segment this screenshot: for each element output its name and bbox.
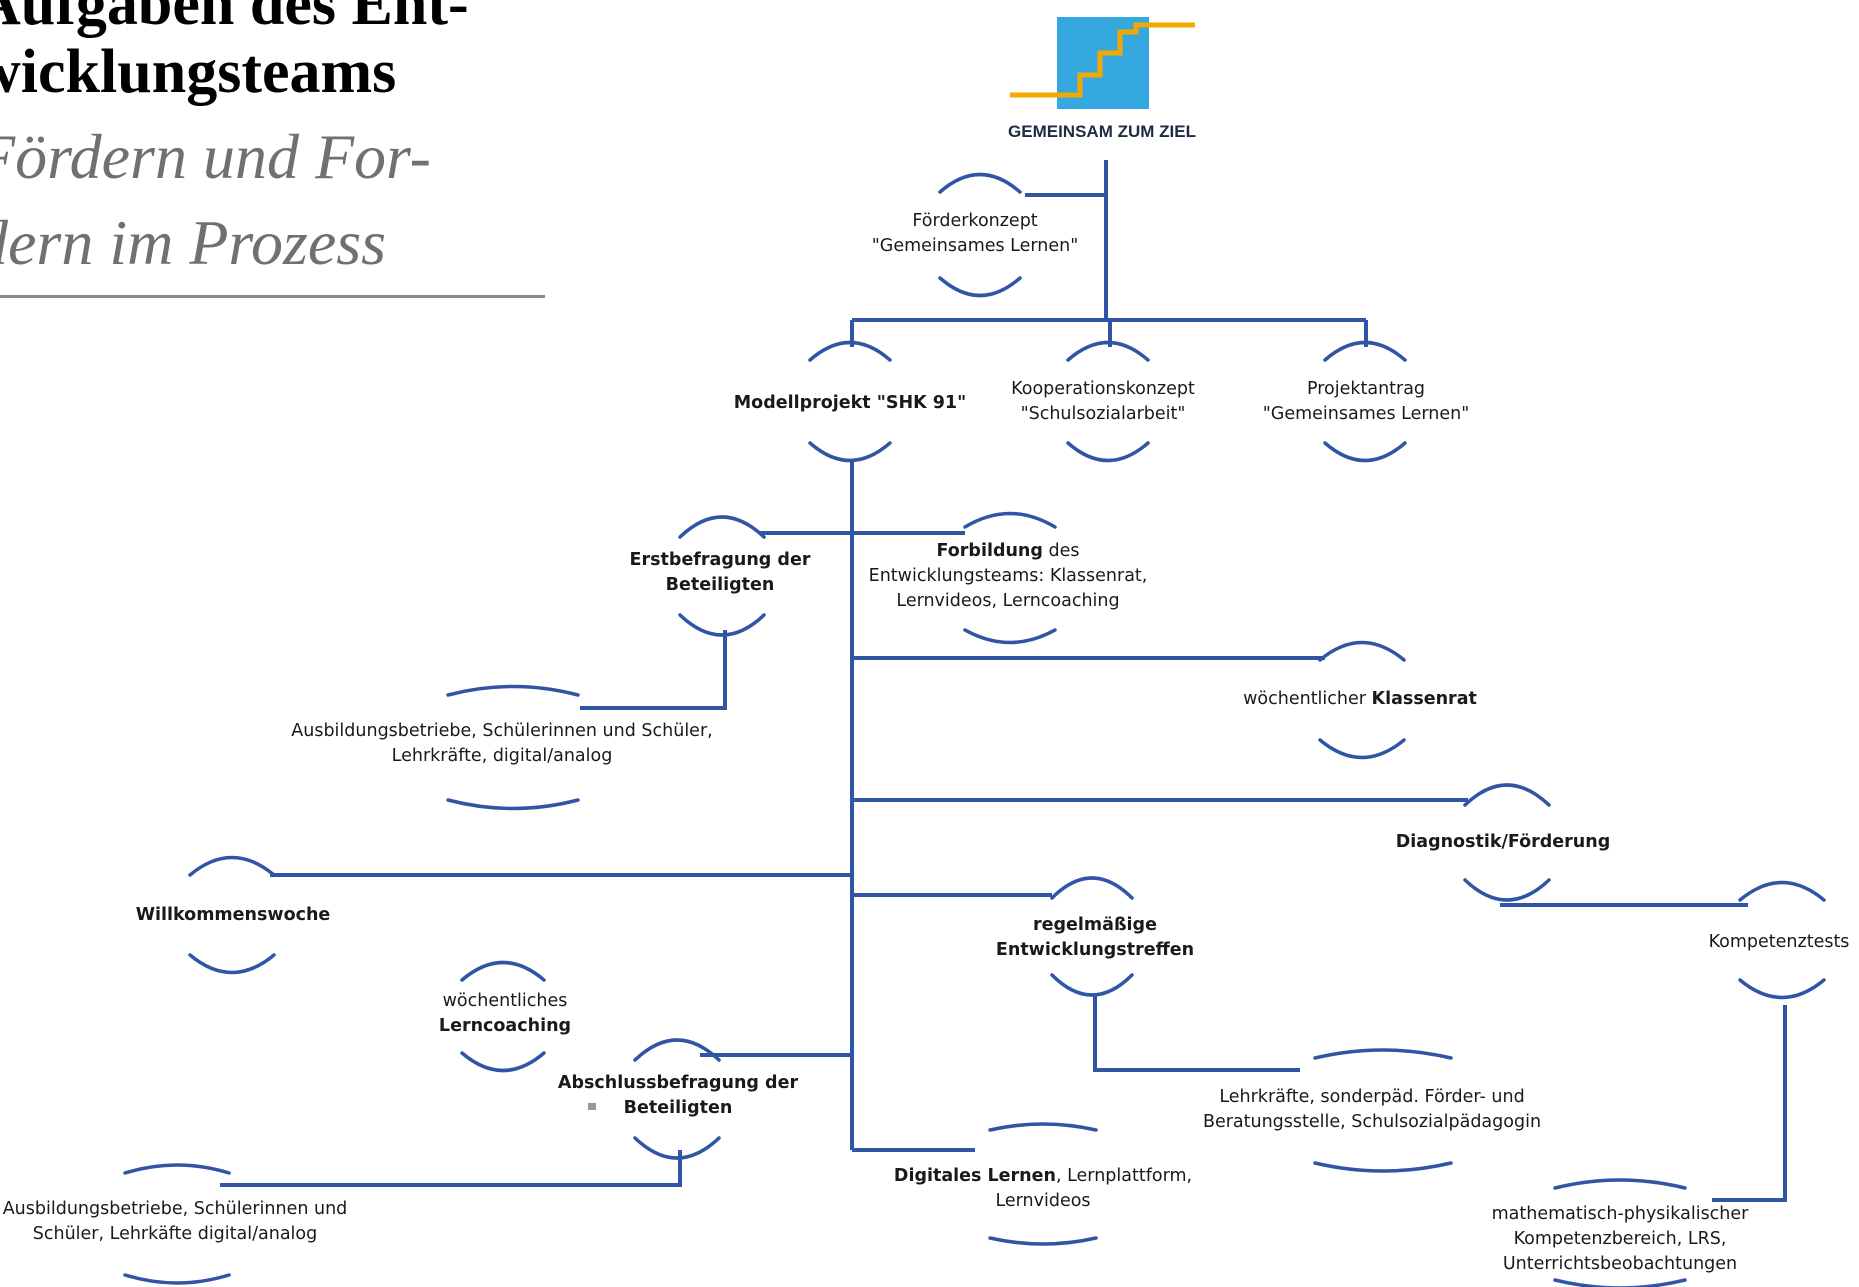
stairs-logo-icon (1010, 17, 1195, 109)
node-label-rest: des (1043, 541, 1080, 561)
node-lehrkraefte: Lehrkräfte, sonderpäd. Förder- und Berat… (1203, 1087, 1541, 1132)
node-label-bold: Klassenrat (1372, 689, 1477, 709)
node-kompetenztests: Kompetenztests (1709, 932, 1850, 952)
node-mathematisch: mathematisch-physikalischer Kompetenzber… (1492, 1204, 1750, 1274)
node-label-line: Ausbildungsbetriebe, Schülerinnen und (3, 1199, 348, 1219)
node-label-line: Diagnostik/Förderung (1396, 832, 1611, 852)
node-entwicklungstreffen: regelmäßige Entwicklungstreffen (996, 915, 1194, 960)
logo-text: GEMEINSAM ZUM ZIEL (1008, 122, 1196, 141)
node-label-line: "Gemeinsames Lernen" (872, 236, 1079, 256)
node-label-line: Schüler, Lehrkäfte digital/analog (33, 1224, 317, 1244)
node-modellprojekt: Modellprojekt "SHK 91" (734, 393, 966, 413)
node-arcs (123, 172, 1826, 1287)
node-label-line: wöchentlicher Klassenrat (1243, 689, 1477, 709)
node-label-line: wöchentliches (443, 991, 568, 1011)
node-label-line: Ausbildungsbetriebe, Schülerinnen und Sc… (291, 721, 712, 741)
title-line-2: wicklungsteams (0, 38, 397, 106)
node-foerderkonzept: Förderkonzept "Gemeinsames Lernen" (872, 211, 1079, 256)
node-klassenrat: wöchentlicher Klassenrat (1243, 689, 1477, 709)
node-label-line: Kompetenzbereich, LRS, (1514, 1229, 1727, 1249)
node-label-line: Lerncoaching (439, 1016, 571, 1036)
node-label-line: Beratungsstelle, Schulsozialpädagogin (1203, 1112, 1541, 1132)
title-block: Aufgaben des Ent- wicklungsteams Fördern… (0, 0, 556, 286)
node-label-line: Entwicklungstreffen (996, 940, 1194, 960)
node-label-line: Lehrkräfte, sonderpäd. Förder- und (1219, 1087, 1524, 1107)
node-label-line: Digitales Lernen, Lernplattform, (894, 1166, 1192, 1186)
node-label-line: Beteiligten (624, 1098, 733, 1118)
node-label-rest: , Lernplattform, (1056, 1166, 1192, 1186)
node-label-bold: Forbildung (937, 541, 1043, 561)
node-label-line: Modellprojekt "SHK 91" (734, 393, 966, 413)
node-label-line: Willkommenswoche (136, 905, 331, 925)
node-label-line: Abschlussbefragung der (558, 1073, 799, 1093)
node-label-line: "Schulsozialarbeit" (1021, 404, 1186, 424)
node-label-line: regelmäßige (1033, 915, 1157, 935)
node-ausbildung-top: Ausbildungsbetriebe, Schülerinnen und Sc… (291, 721, 712, 766)
node-willkommenswoche: Willkommenswoche (136, 905, 331, 925)
title-underline (0, 295, 545, 298)
node-label-line: Förderkonzept (912, 211, 1037, 231)
node-label-line: Unterrichtsbeobachtungen (1503, 1254, 1737, 1274)
subtitle-line-1: Fördern und For- (0, 121, 431, 192)
node-ausbildung-bottom: Ausbildungsbetriebe, Schülerinnen und Sc… (3, 1199, 348, 1244)
logo: GEMEINSAM ZUM ZIEL (1008, 17, 1196, 141)
node-projektantrag: Projektantrag "Gemeinsames Lernen" (1263, 379, 1470, 424)
subtitle-line-2: dern im Prozess (0, 207, 387, 278)
node-label-line: Forbildung des (937, 541, 1080, 561)
node-digitales-lernen: Digitales Lernen, Lernplattform, Lernvid… (894, 1166, 1192, 1211)
node-label-line: mathematisch-physikalischer (1492, 1204, 1750, 1224)
node-label-line: Kooperationskonzept (1011, 379, 1195, 399)
node-label-line: Entwicklungsteams: Klassenrat, (869, 566, 1148, 586)
node-label-line: Lernvideos, Lerncoaching (896, 591, 1119, 611)
node-label-line: "Gemeinsames Lernen" (1263, 404, 1470, 424)
node-label-line: Lehrkräfte, digital/analog (392, 746, 613, 766)
connectors (220, 160, 1787, 1202)
node-diagnostik: Diagnostik/Förderung (1396, 832, 1611, 852)
node-forbildung: Forbildung des Entwicklungsteams: Klasse… (869, 541, 1148, 611)
node-label-bold: Digitales Lernen (894, 1166, 1056, 1186)
node-kooperationskonzept: Kooperationskonzept "Schulsozialarbeit" (1011, 379, 1195, 424)
node-label-line: Lernvideos (995, 1191, 1090, 1211)
node-label-line: Erstbefragung der (630, 550, 811, 570)
node-label-rest: wöchentlicher (1243, 689, 1371, 709)
node-erstbefragung: Erstbefragung der Beteiligten (630, 550, 811, 595)
node-abschlussbefragung: Abschlussbefragung der Beteiligten (558, 1073, 799, 1118)
node-lerncoaching: wöchentliches Lerncoaching (439, 991, 571, 1036)
node-label-line: Kompetenztests (1709, 932, 1850, 952)
node-label-line: Beteiligten (666, 575, 775, 595)
bullet-square-icon (588, 1103, 596, 1110)
title-line-1: Aufgaben des Ent- (0, 0, 469, 38)
node-label-line: Projektantrag (1307, 379, 1425, 399)
